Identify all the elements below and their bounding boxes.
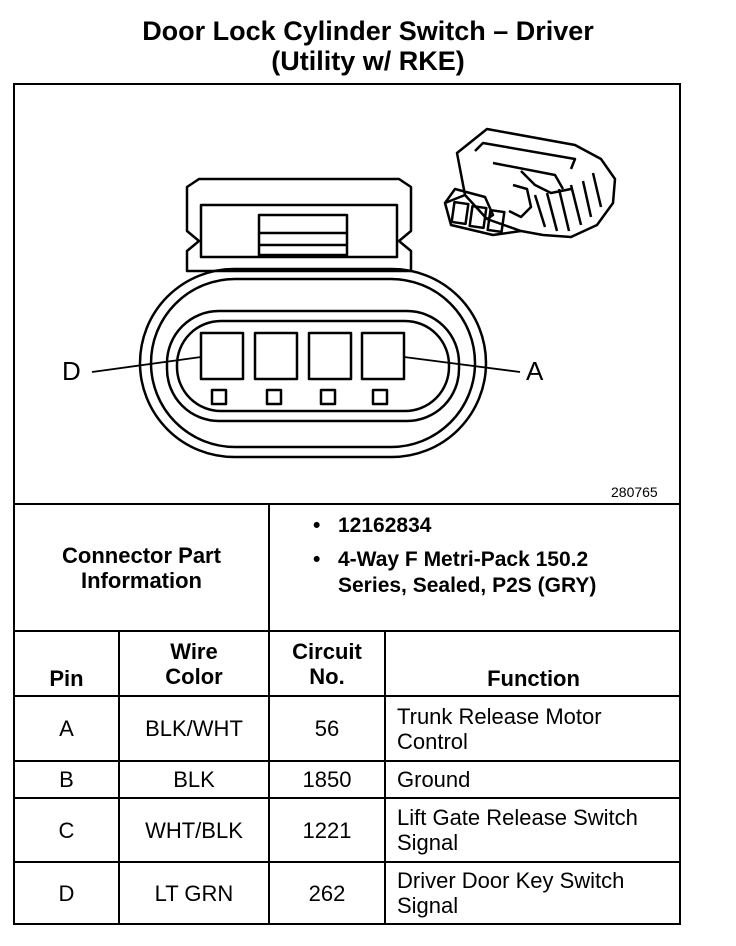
table-row-circuit: 56 xyxy=(314,716,340,741)
table-row-function: Driver Door Key Switch Signal xyxy=(397,868,625,918)
connector-drawing xyxy=(91,127,617,459)
latch-window xyxy=(257,213,349,257)
table-row-function: Lift Gate Release Switch Signal xyxy=(397,805,638,855)
pin-label-a: A xyxy=(526,356,544,386)
header-wire-color: Wire Color xyxy=(165,638,223,689)
connector-body-outer xyxy=(138,267,488,459)
connector-part-info-list: 12162834 4-Way F Metri-Pack 150.2 Series… xyxy=(313,513,668,599)
table-top-border xyxy=(13,503,681,505)
terminal-b xyxy=(307,331,353,381)
pin-label-d: D xyxy=(62,356,81,386)
table-row-pin: A xyxy=(59,716,74,741)
table-row-pin: B xyxy=(59,767,74,792)
table-row-circuit: 262 xyxy=(308,880,346,906)
diagram-subtitle: (Utility w/ RKE) xyxy=(271,46,465,76)
connector-description: 4-Way F Metri-Pack 150.2 Series, Sealed,… xyxy=(313,547,598,599)
table-row-wire-color: LT GRN xyxy=(154,880,234,906)
header-circuit-no: Circuit No. xyxy=(292,638,362,689)
connector-part-info-label: Connector Part Information xyxy=(62,542,221,593)
table-row-wire-color: WHT/BLK xyxy=(145,817,243,843)
header-pin: Pin xyxy=(49,666,84,691)
leader-line-a xyxy=(403,356,521,373)
header-function: Function xyxy=(487,666,580,691)
diagram-title: Door Lock Cylinder Switch – Driver xyxy=(142,16,594,46)
table-row-pin: D xyxy=(58,880,75,906)
terminal-a xyxy=(360,331,406,381)
table-row-function: Ground xyxy=(397,767,471,792)
figure-number: 280765 xyxy=(611,484,658,500)
part-number: 12162834 xyxy=(313,513,668,539)
terminal-c xyxy=(253,331,299,381)
connector-cavity xyxy=(165,309,461,423)
latch-inner xyxy=(199,203,399,259)
terminal-d xyxy=(199,331,245,381)
table-row-wire-color: BLK/WHT xyxy=(145,716,243,741)
table-row-circuit: 1850 xyxy=(302,767,352,792)
connector-iso-view xyxy=(443,127,617,239)
table-row-pin: C xyxy=(58,817,75,843)
table-row-wire-color: BLK xyxy=(173,767,215,792)
table-row-function: Trunk Release Motor Control xyxy=(397,703,602,754)
table-row-circuit: 1221 xyxy=(302,817,352,843)
leader-line-d xyxy=(91,356,202,373)
latch-housing xyxy=(185,177,413,273)
